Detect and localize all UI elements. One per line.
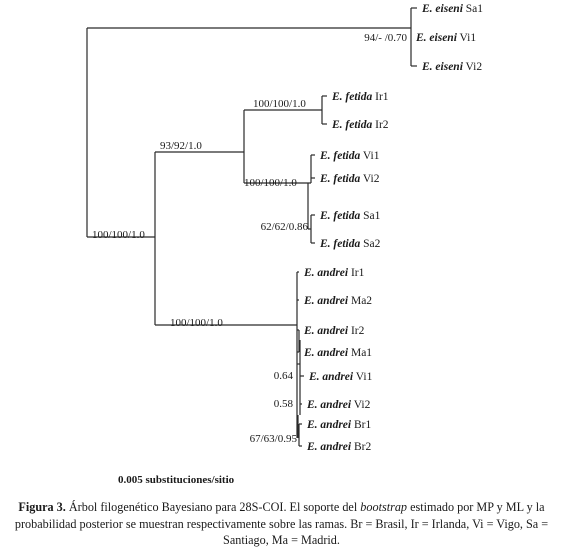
support-label-fetida: 93/92/1.0 <box>160 140 202 152</box>
tip-labels: E. eiseni Sa1 E. eiseni Vi1 E. eiseni Vi2E… <box>303 3 483 453</box>
support-label-eiseni: 94/- /0.70 <box>364 32 407 44</box>
support-label-andrei-vi2: 0.58 <box>274 398 294 410</box>
scale-bar-label: 0.005 substituciones/sitio <box>118 474 235 486</box>
support-values: 94/- /0.70 100/100/1.0 93/92/1.0 100/100/1.… <box>92 32 407 445</box>
support-label-fetida-vi: 100/100/1.0 <box>244 177 297 189</box>
tree-branches <box>86 7 417 447</box>
tip-label: E. fetida Vi2 <box>319 173 380 185</box>
support-label-fetida-sa: 62/62/0.86 <box>261 221 309 233</box>
support-label-andrei-vi1: 0.64 <box>274 370 294 382</box>
support-label-root: 100/100/1.0 <box>92 229 145 241</box>
tip-label: E. andrei Ma1 <box>303 347 372 359</box>
support-label-fetida-ir: 100/100/1.0 <box>253 98 306 110</box>
tip-label: E. fetida Ir2 <box>331 119 389 131</box>
tip-label: E. andrei Ma2 <box>303 295 372 307</box>
tip-label: E. andrei Vi2 <box>306 399 371 411</box>
tip-label: E. andrei Vi1 <box>308 371 373 383</box>
tip-label: E. eiseni Vi1 <box>415 32 476 44</box>
tip-label: E. fetida Sa1 <box>319 210 381 222</box>
tip-label: E. fetida Ir1 <box>331 91 389 103</box>
caption-text-emphasis: bootstrap <box>360 500 408 514</box>
figure-caption: Figura 3. Árbol filogenético Bayesiano p… <box>0 499 563 549</box>
support-label-andrei-br: 67/63/0.95 <box>250 433 298 445</box>
caption-figure-number: Figura 3. <box>18 500 66 514</box>
tip-label: E. andrei Br1 <box>306 419 371 431</box>
support-label-andrei: 100/100/1.0 <box>170 317 223 329</box>
caption-text-b: estimado por MP y ML y la probabilidad p… <box>14 500 549 547</box>
tip-label: E. andrei Ir2 <box>303 325 365 337</box>
tip-label: E. andrei Br2 <box>306 441 371 453</box>
tip-label: E. fetida Sa2 <box>319 238 381 250</box>
tip-label: E. fetida Vi1 <box>319 150 380 162</box>
phylogenetic-tree: E. eiseni Sa1 E. eiseni Vi1 E. eiseni Vi2E… <box>86 3 483 453</box>
caption-text-a: Árbol filogenético Bayesiano para 28S-CO… <box>65 500 361 514</box>
tip-label: E. andrei Ir1 <box>303 267 365 279</box>
tip-label: E. eiseni Sa1 <box>421 3 483 15</box>
tip-label: E. eiseni Vi2 <box>421 61 482 73</box>
